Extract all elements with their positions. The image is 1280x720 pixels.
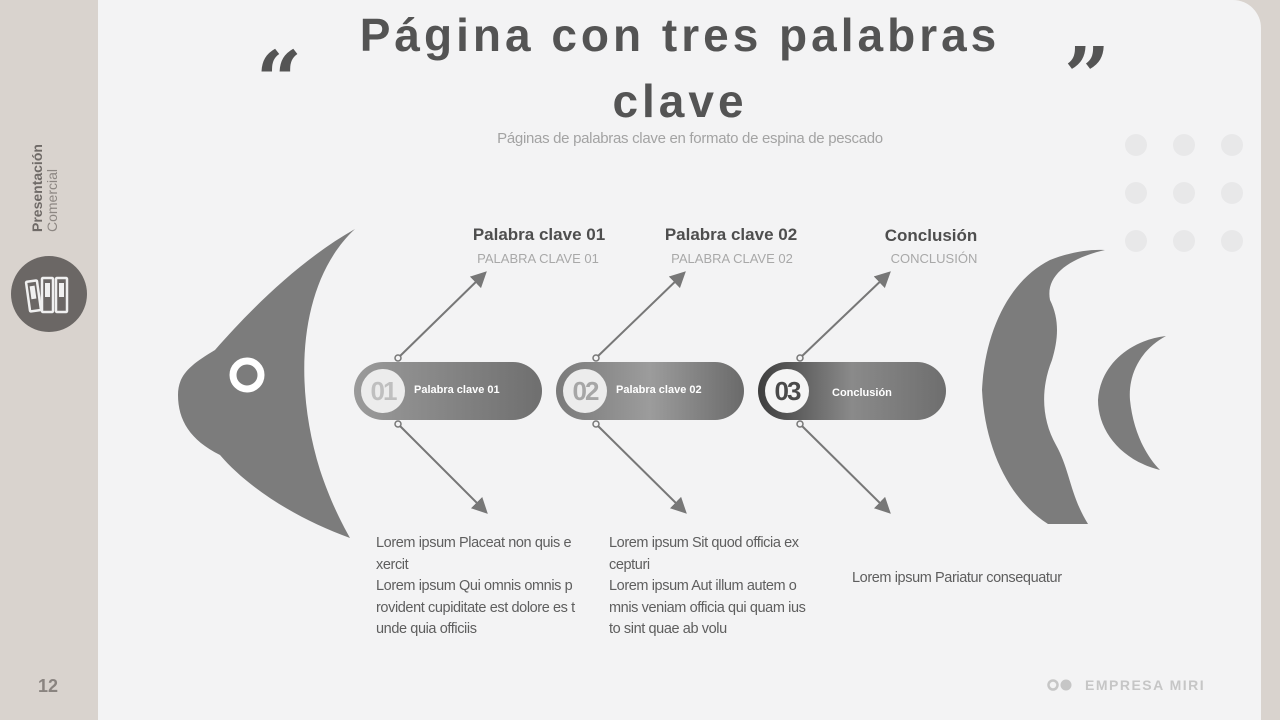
keyword-title-01: Palabra clave 01 — [472, 225, 606, 244]
keyword-description-02: Lorem ipsum Sit quod officia ex cepturi … — [609, 535, 806, 637]
page-title: Página con tres palabras clave — [359, 9, 1001, 127]
pill-number-03: 03 — [765, 369, 809, 413]
keyword-subtitle-01: PALABRA CLAVE 01 — [477, 251, 599, 266]
arrow-down-02 — [595, 423, 687, 514]
fish-head — [178, 229, 355, 538]
keyword-description-01: Lorem ipsum Placeat non quis e xercit Lo… — [376, 535, 575, 637]
fish-tail-small — [1098, 336, 1166, 470]
arrow-up-01 — [397, 271, 487, 359]
sidebar: Presentación Comercial 12 — [0, 0, 98, 720]
pill-number-02: 02 — [563, 369, 607, 413]
keyword-subtitle-02: PALABRA CLAVE 02 — [671, 251, 793, 266]
arrow-down-03 — [799, 423, 891, 514]
brand-logo-icon — [1046, 678, 1078, 697]
pill-label-02: Palabra clave 02 — [616, 384, 702, 396]
right-edge-strip — [1261, 0, 1280, 720]
arrow-up-02 — [595, 271, 686, 359]
pill-bg-03 — [758, 362, 946, 420]
keyword-pill-03: 03 Conclusión — [758, 362, 946, 420]
arrow-up-03 — [799, 271, 891, 359]
arrow-down-01 — [397, 423, 488, 514]
keyword-subtitle-03: CONCLUSIÓN — [890, 251, 978, 266]
keyword-title-03: Conclusión — [884, 226, 978, 245]
keyword-pill-01: 01 Palabra clave 01 — [354, 362, 542, 420]
keyword-title-02: Palabra clave 02 — [664, 225, 798, 244]
pill-number-01: 01 — [361, 369, 405, 413]
pill-label-03: Conclusión — [832, 387, 892, 399]
pill-bg-01 — [354, 362, 542, 420]
pill-bg-02 — [556, 362, 744, 420]
keyword-pill-02: 02 Palabra clave 02 — [556, 362, 744, 420]
close-quote-icon: ” — [1064, 29, 1111, 123]
binders-icon-circle — [11, 256, 87, 332]
fish-eye — [229, 357, 265, 393]
company-brand: EMPRESA MIRI — [1085, 677, 1206, 693]
pill-label-01: Palabra clave 01 — [414, 384, 500, 396]
keyword-description-03: Lorem ipsum Pariatur consequatur — [852, 570, 1062, 586]
fish-tail-large — [982, 249, 1105, 525]
binders-icon — [24, 276, 69, 314]
open-quote-icon: “ — [256, 33, 303, 127]
page-subtitle: Páginas de palabras clave en formato de … — [497, 130, 883, 147]
page-number: 12 — [38, 676, 59, 696]
